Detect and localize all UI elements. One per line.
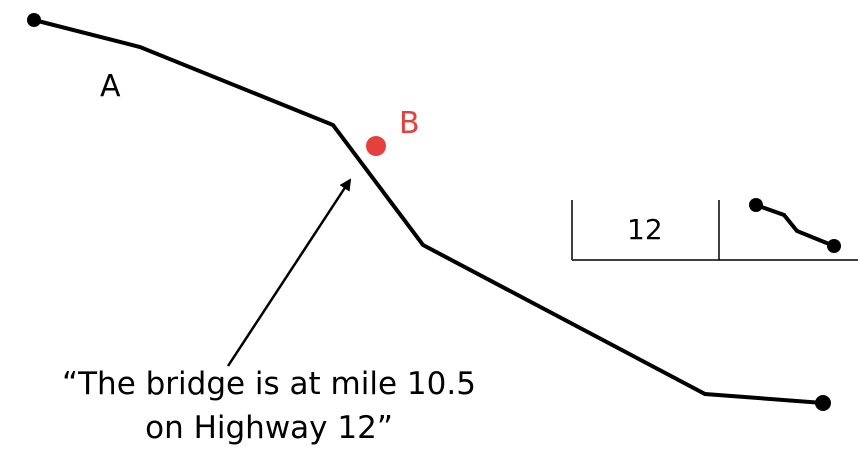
- caption-line-1: “The bridge is at mile 10.5: [62, 366, 476, 402]
- label-b: B: [399, 106, 420, 141]
- highway-start-endpoint: [27, 13, 41, 27]
- route-shape-icon: [749, 198, 841, 253]
- label-a: A: [100, 69, 121, 104]
- route-number: 12: [627, 213, 663, 246]
- route-badge: 12: [571, 198, 858, 261]
- caption-line-2: on Highway 12”: [145, 410, 393, 446]
- point-b-marker: [366, 136, 386, 156]
- annotation-arrow: [226, 178, 352, 367]
- quote-caption: “The bridge is at mile 10.5 on Highway 1…: [0, 362, 538, 450]
- highway-line: [32, 18, 825, 405]
- highway-end-endpoint: [815, 395, 831, 411]
